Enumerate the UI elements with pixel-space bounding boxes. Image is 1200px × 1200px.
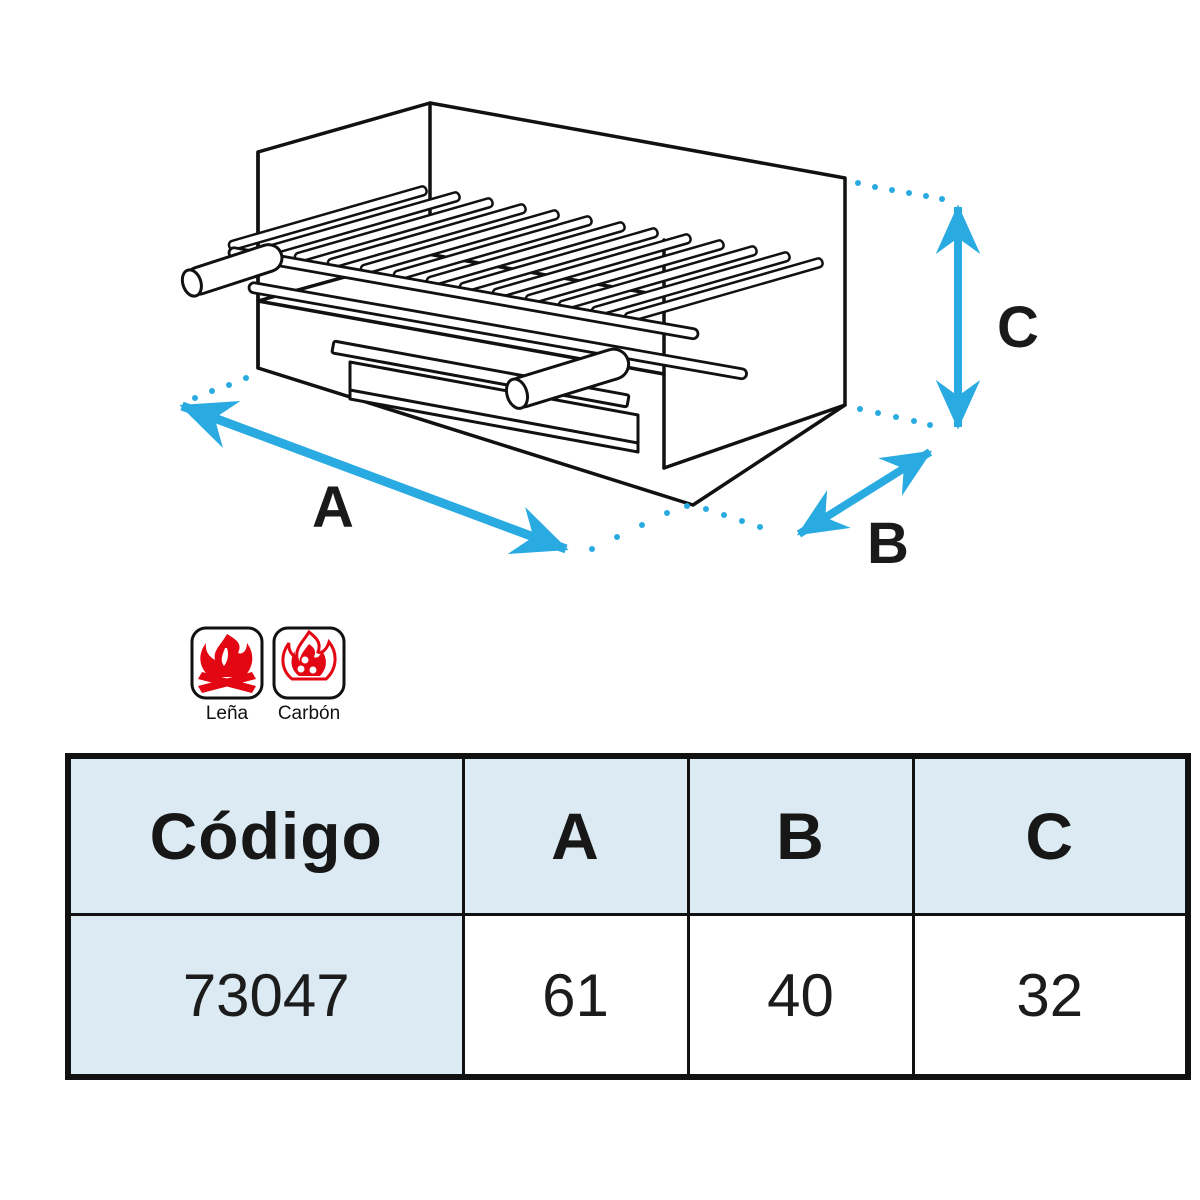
header-codigo: Código bbox=[66, 754, 465, 916]
wood-label: Leña bbox=[206, 703, 249, 724]
barbecue-diagram: A B C Leña Carbón bbox=[179, 101, 1039, 724]
spec-table: Código A B C 73047 61 40 32 bbox=[65, 753, 1191, 1080]
cell-codigo: 73047 bbox=[66, 913, 465, 1079]
cell-a: 61 bbox=[461, 913, 690, 1079]
header-b: B bbox=[686, 754, 915, 916]
spec-table-header-row: Código A B C bbox=[66, 754, 1190, 916]
cell-b: 40 bbox=[686, 913, 915, 1079]
grate-handle bbox=[180, 243, 284, 298]
grate-bars bbox=[227, 185, 824, 323]
header-a: A bbox=[461, 754, 690, 916]
width-arrow bbox=[179, 400, 569, 555]
charcoal-fire-icon bbox=[272, 626, 346, 700]
header-c: C bbox=[911, 754, 1190, 916]
spec-table-data-row: 73047 61 40 32 bbox=[66, 913, 1190, 1079]
width-label: A bbox=[312, 475, 354, 540]
dimension-arrows bbox=[179, 204, 981, 555]
cell-c: 32 bbox=[911, 913, 1190, 1079]
witness-dots bbox=[192, 180, 945, 552]
charcoal-label: Carbón bbox=[278, 703, 340, 724]
depth-arrow bbox=[796, 448, 933, 538]
wood-fire-icon bbox=[190, 626, 264, 700]
height-label: C bbox=[997, 295, 1039, 360]
depth-label: B bbox=[867, 511, 909, 576]
